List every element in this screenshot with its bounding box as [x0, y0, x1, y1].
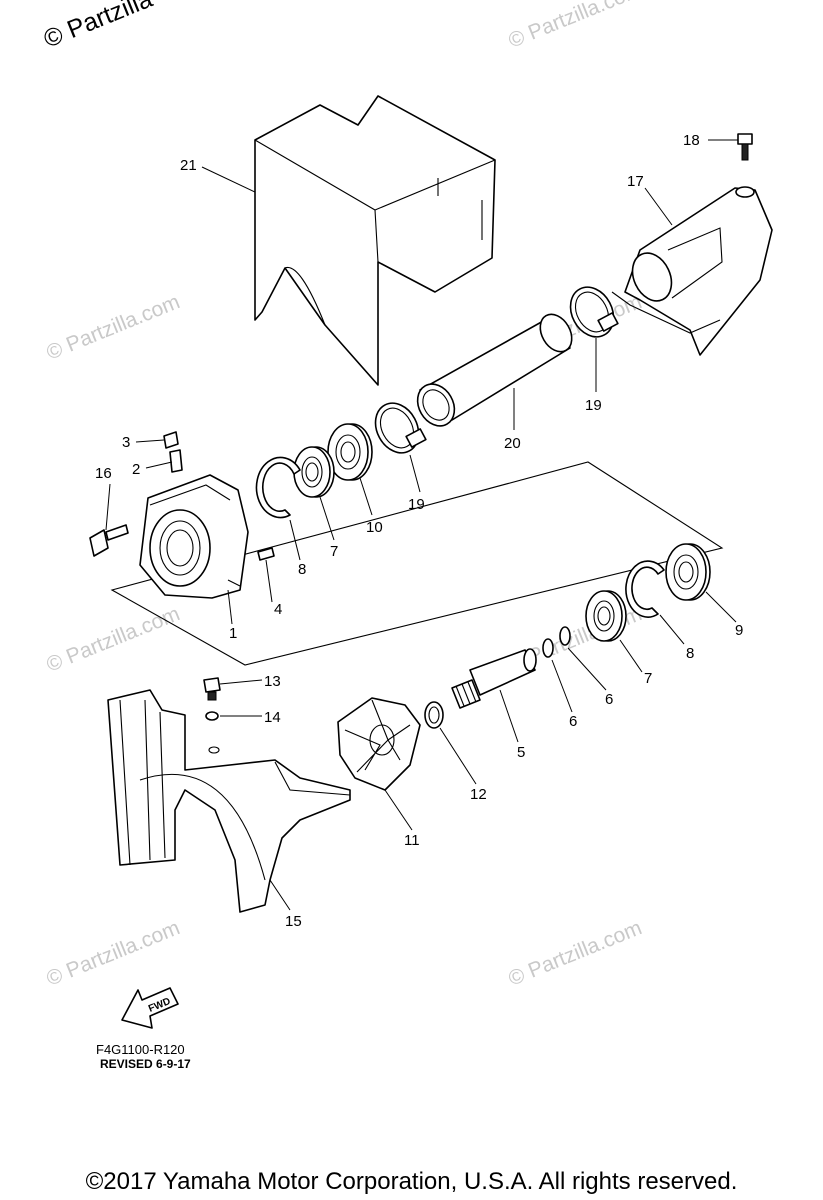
callout-14: 14	[264, 709, 281, 726]
watermark-text: © Partzilla.com	[43, 290, 183, 364]
callout-21: 21	[180, 157, 197, 174]
callout-2: 2	[132, 461, 140, 478]
callout-4: 4	[274, 601, 282, 618]
callout-13: 13	[264, 673, 281, 690]
part-19-clamp-lower[interactable]	[367, 396, 427, 461]
part-16-bolt[interactable]	[89, 524, 129, 557]
part-7-bearing-upper[interactable]	[293, 446, 335, 498]
part-3-cap[interactable]	[163, 431, 179, 449]
callout-17: 17	[627, 173, 644, 190]
callout-6: 6	[569, 713, 577, 730]
assembly-frame	[110, 461, 724, 666]
part-11-impeller[interactable]	[337, 697, 421, 791]
callout-12: 12	[470, 786, 487, 803]
callout-7: 7	[330, 543, 338, 560]
part-13-bolt[interactable]	[203, 677, 221, 701]
callout-6: 6	[605, 691, 613, 708]
callout-8: 8	[298, 561, 306, 578]
corner-watermark: © Partzilla	[40, 0, 157, 54]
part-18-bolt[interactable]	[737, 133, 753, 161]
part-9-bearing[interactable]	[665, 543, 711, 601]
part-6-o-ring[interactable]	[542, 638, 554, 658]
revised-date: REVISED 6-9-17	[100, 1057, 191, 1071]
part-6-o-ring[interactable]	[559, 626, 571, 646]
callout-9: 9	[735, 622, 743, 639]
callout-10: 10	[366, 519, 383, 536]
diagram-code: F4G1100-R120	[96, 1042, 185, 1057]
leader-lines	[105, 139, 738, 911]
callout-5: 5	[517, 744, 525, 761]
part-8-circlip-lower[interactable]	[625, 560, 665, 618]
callout-15: 15	[285, 913, 302, 930]
watermark-text: © Partzilla.com	[43, 602, 183, 676]
watermark-text: © Partzilla.com	[43, 916, 183, 990]
callout-7: 7	[644, 670, 652, 687]
callout-18: 18	[683, 132, 700, 149]
callout-16: 16	[95, 465, 112, 482]
part-14-washer[interactable]	[205, 711, 219, 721]
fwd-arrow-icon: FWD	[121, 987, 179, 1029]
callout-8: 8	[686, 645, 694, 662]
callout-19: 19	[585, 397, 602, 414]
part-1-housing[interactable]	[139, 474, 249, 599]
part-10-bearing[interactable]	[327, 423, 373, 481]
copyright-footer: ©2017 Yamaha Motor Corporation, U.S.A. A…	[85, 1168, 738, 1195]
watermark-text: © Partzilla.com	[505, 916, 645, 990]
part-8-circlip-upper[interactable]	[255, 456, 301, 519]
part-5-shaft[interactable]	[451, 648, 537, 709]
watermark-text: © Partzilla.com	[505, 0, 645, 53]
callout-3: 3	[122, 434, 130, 451]
part-20-hose[interactable]	[410, 309, 578, 433]
callout-11: 11	[404, 832, 420, 849]
callout-20: 20	[504, 435, 521, 452]
part-21-cover[interactable]	[254, 95, 496, 386]
part-15-intake[interactable]	[107, 689, 351, 913]
callout-1: 1	[229, 625, 237, 642]
callouts: 21 18 17 19 20 19 10 7 8 3 2 16 4 1 9 8 …	[95, 132, 743, 930]
callout-19: 19	[408, 496, 425, 513]
part-19-clamp-upper[interactable]	[562, 280, 622, 345]
part-2-fitting[interactable]	[169, 449, 183, 473]
part-17-nozzle[interactable]	[611, 186, 773, 356]
part-4-pin[interactable]	[257, 547, 275, 561]
part-12-washer[interactable]	[424, 701, 444, 729]
part-7-bearing-lower[interactable]	[585, 590, 627, 642]
